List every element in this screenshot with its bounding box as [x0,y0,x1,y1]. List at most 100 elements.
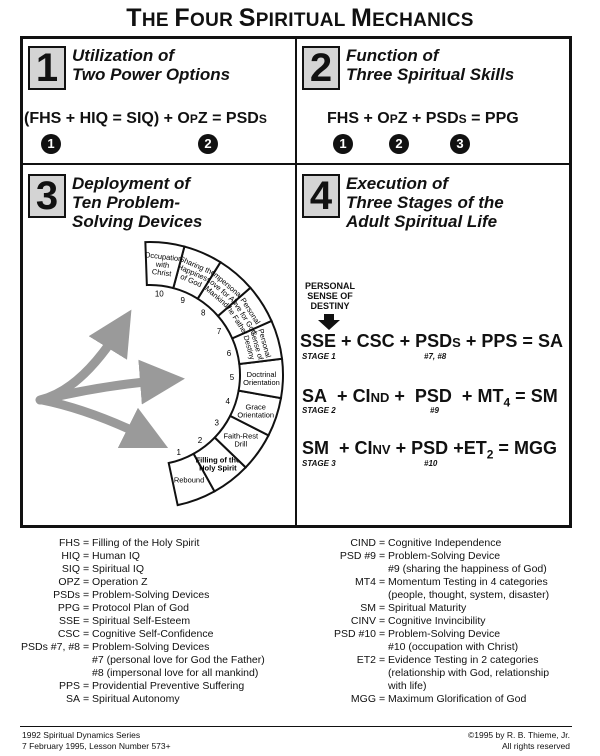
glossary-def: = Spiritual Self-Esteem [83,615,191,627]
q4-number: 4 [302,174,340,218]
device-number: 6 [227,349,232,358]
q1-badge-2: 2 [198,134,218,154]
glossary-def: #9 (sharing the happiness of God) [388,563,547,575]
glossary-def: = Momentum Testing in 4 categories [379,576,548,588]
stage2-equation: SA + CIND + PSD + MT4 = SM [302,386,558,410]
glossary-entry: HIQ= Human IQ [0,550,140,563]
q2-badge-2: 2 [389,134,409,154]
stage3-label: STAGE 3 [302,459,336,468]
horizontal-divider [20,163,572,165]
glossary-entry: #7 (personal love for God the Father) [0,654,265,667]
arrow-icon [35,309,185,449]
device-label-line: Orientation [237,410,274,419]
glossary-entry: PSD #9= Problem-Solving Device [290,550,500,563]
stage1-equation: SSE + CSC + PSDS + PPS = SA [300,331,563,351]
glossary-abbr: PPG [57,602,80,614]
device-label-line: Faith-Rest [223,432,259,441]
glossary-def: (people, thought, system, disaster) [388,589,550,601]
glossary-entry: SIQ= Spiritual IQ [0,563,144,576]
footer-right: ©1995 by R. B. Thieme, Jr.All rights res… [467,730,570,751]
glossary-def: = Operation Z [83,576,148,588]
glossary-abbr: SM [360,602,376,614]
glossary-def: = Providential Preventive Suffering [83,680,245,692]
q2-badge-1: 1 [333,134,353,154]
glossary-def: = Problem-Solving Device [379,628,501,640]
down-arrow-icon [318,314,340,330]
device-label-line: Doctrinal [247,370,277,379]
q2-badge-3: 3 [450,134,470,154]
glossary-entry: PPS= Providential Preventive Suffering [0,680,244,693]
device-number: 5 [230,373,235,382]
glossary-entry: PSD #10= Problem-Solving Device [290,628,500,641]
device-number: 2 [198,436,203,445]
q2-number: 2 [302,46,340,90]
glossary-entry: #8 (impersonal love for all mankind) [0,667,258,680]
glossary-def: = Spiritual IQ [83,563,144,575]
device-label: OccupationwithChrist [142,250,183,279]
glossary-abbr: SIQ [61,563,80,575]
glossary-entry: SSE= Spiritual Self-Esteem [0,615,190,628]
device-label-line: Drill [234,440,247,449]
glossary-abbr: SA [65,693,80,705]
glossary-entry: PSDs= Problem-Solving Devices [0,589,209,602]
glossary-entry: ET2= Evidence Testing in 2 categories [290,654,539,667]
device-number: 1 [176,448,181,457]
device-label-line: Holy Spirit [199,463,237,472]
q1-badge-1: 1 [41,134,61,154]
stage2-label: STAGE 2 [302,406,336,415]
glossary-entry: PPG= Protocol Plan of God [0,602,189,615]
glossary-entry: MGG= Maximum Glorification of God [290,693,526,706]
stage3-psd-sub: #10 [424,459,438,468]
glossary-entry: FHS= Filling of the Holy Spirit [0,537,199,550]
stage1-label: STAGE 1 [302,352,336,361]
glossary-abbr: PSD #10 [333,628,376,640]
device-label-line: Grace [246,402,266,411]
glossary-abbr: FHS [59,537,80,549]
glossary-def: = Maximum Glorification of God [379,693,527,705]
glossary-entry: #10 (occupation with Christ) [290,641,518,654]
q3-number: 3 [28,174,66,218]
device-number: 10 [155,290,164,299]
device-number: 3 [215,419,220,428]
glossary-abbr: PSD #9 [339,550,376,562]
q1-number: 1 [28,46,66,90]
stage3-equation: SM + CINV + PSD +ET2 = MGG [302,438,557,462]
glossary-def: (relationship with God, relationship [388,667,550,679]
device-label: Rebound [174,475,204,484]
glossary-def: #8 (impersonal love for all mankind) [92,667,259,679]
device-number: 7 [217,327,222,336]
device-label-line: Christ [151,267,172,278]
device-label-line: Orientation [243,378,280,387]
glossary-abbr: CSC [57,628,80,640]
glossary-abbr: MT4 [355,576,376,588]
glossary-def: = Cognitive Self-Confidence [83,628,214,640]
glossary-def: = Problem-Solving Device [379,550,501,562]
glossary-entry: SM= Spiritual Maturity [290,602,466,615]
device-label-line: with [154,259,169,270]
device-number: 4 [226,397,231,406]
glossary-def: = Filling of the Holy Spirit [83,537,200,549]
glossary-entry: PSDs #7, #8= Problem-Solving Devices [0,641,209,654]
footer-divider [20,726,572,727]
glossary-def: = Spiritual Maturity [379,602,467,614]
device-segment [144,241,186,290]
q2-equation: FHS + OPZ + PSDS = PPG [327,110,519,127]
glossary-def: #7 (personal love for God the Father) [92,654,265,666]
glossary-abbr: CIND [350,537,376,549]
glossary-entry: with life) [290,680,427,693]
glossary-abbr: ET2 [356,654,376,666]
glossary-def: = Spiritual Autonomy [83,693,180,705]
stage2-psd-sub: #9 [430,406,439,415]
glossary-entry: MT4= Momentum Testing in 4 categories [290,576,548,589]
